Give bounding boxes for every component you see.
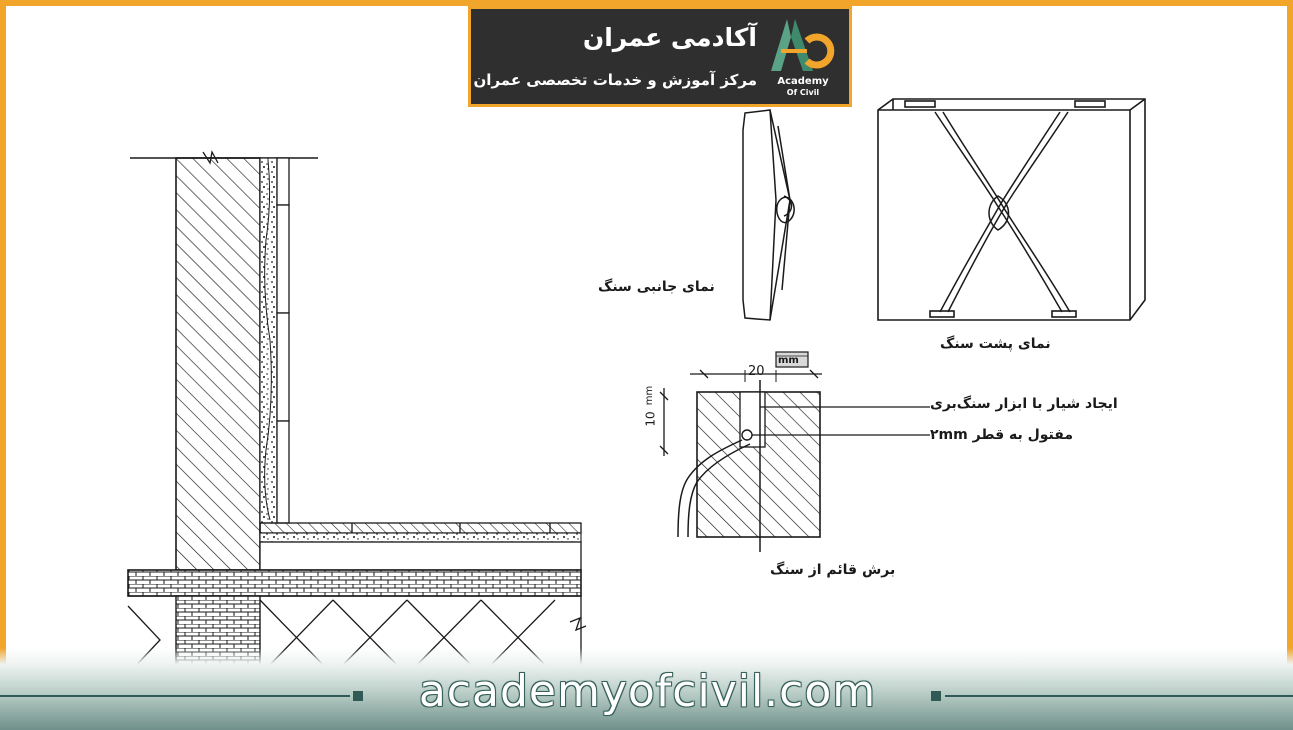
footer-website-url[interactable]: academyofcivil.com — [418, 666, 877, 717]
section-label: برش قائم از سنگ — [770, 562, 896, 578]
wire-label: مفتول به قطر ۲mm — [930, 427, 1074, 443]
stone-side-view — [742, 109, 795, 321]
logo-line2: Of Civil — [786, 88, 820, 97]
site-subtitle: مرکز آموزش و خدمات تخصصی عمران — [473, 71, 758, 89]
footer-divider-right — [945, 695, 1293, 697]
dimension-10-label: 10 — [643, 411, 658, 427]
dimension-20-label: 20 — [748, 364, 765, 379]
footer-divider-left — [0, 695, 350, 697]
footer: academyofcivil.com — [0, 648, 1293, 730]
header-banner: آکادمی عمران مرکز آموزش و خدمات تخصصی عم… — [468, 6, 852, 107]
wall-section — [127, 150, 587, 677]
unit-label: mm — [778, 355, 799, 366]
academy-logo: Academy Of Civil — [763, 15, 843, 101]
stone-back-view — [877, 98, 1146, 321]
stone-vertical-section — [659, 351, 930, 552]
logo-mark-icon — [771, 19, 835, 71]
footer-square-left — [353, 691, 363, 701]
back-view-label: نمای پشت سنگ — [940, 336, 1051, 352]
logo-line1: Academy — [777, 76, 829, 87]
dimension-10-unit-label: mm — [644, 385, 656, 406]
footer-square-right — [931, 691, 941, 701]
groove-label: ایجاد شیار با ابزار سنگ‌بری — [930, 396, 1118, 412]
side-view-label: نمای جانبی سنگ — [598, 279, 715, 295]
site-title: آکادمی عمران — [582, 23, 757, 52]
